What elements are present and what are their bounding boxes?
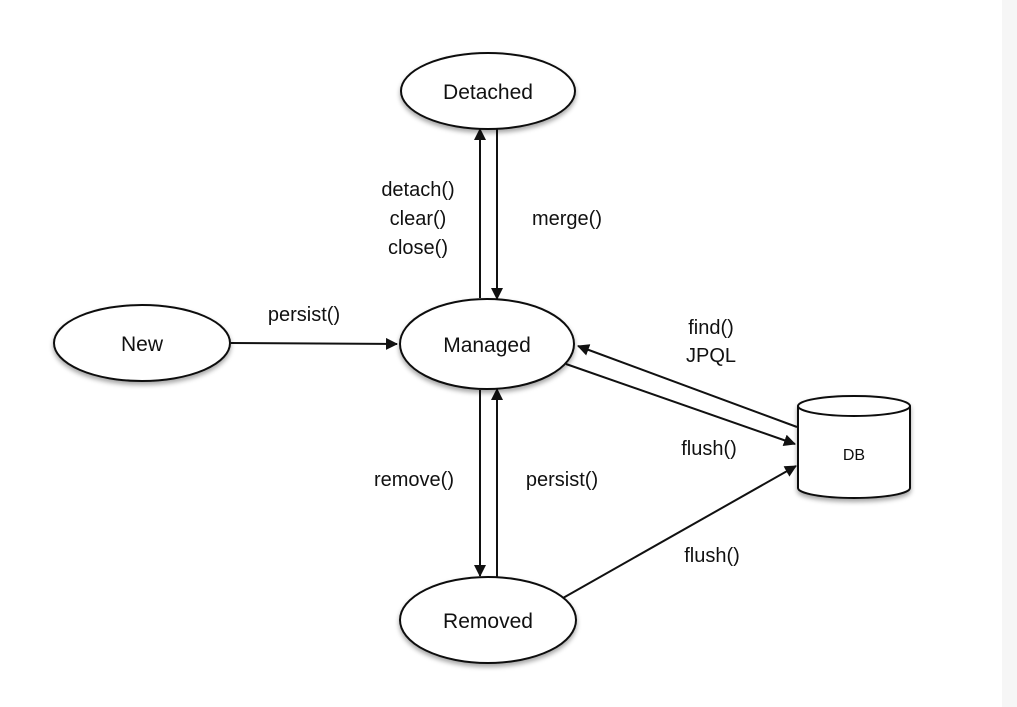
node-detached: Detached	[400, 52, 576, 130]
node-managed: Managed	[399, 298, 575, 390]
label-remove: remove()	[374, 469, 454, 491]
node-new-label: New	[121, 333, 164, 356]
label-flush-managed: flush()	[681, 438, 737, 460]
node-removed-label: Removed	[443, 610, 533, 633]
right-edge-strip	[1002, 0, 1017, 707]
label-new-persist: persist()	[268, 304, 340, 326]
label-close: close()	[388, 237, 448, 259]
label-detach: detach()	[381, 179, 454, 201]
edge-db-to-managed	[577, 344, 798, 428]
label-merge: merge()	[532, 208, 602, 230]
label-removed-persist: persist()	[526, 469, 598, 491]
edge-removed-to-db	[562, 465, 797, 599]
label-flush-removed: flush()	[684, 545, 740, 567]
edge-new-to-managed	[230, 337, 398, 350]
node-managed-label: Managed	[443, 334, 531, 357]
label-clear: clear()	[390, 208, 447, 230]
node-new: New	[53, 304, 231, 382]
node-detached-label: Detached	[443, 81, 533, 104]
label-jpql: JPQL	[686, 345, 736, 367]
node-db-label: DB	[843, 447, 865, 464]
node-db: DB	[797, 395, 911, 499]
node-removed: Removed	[399, 576, 577, 664]
label-find: find()	[688, 317, 734, 339]
edge-managed-to-db	[565, 363, 796, 447]
